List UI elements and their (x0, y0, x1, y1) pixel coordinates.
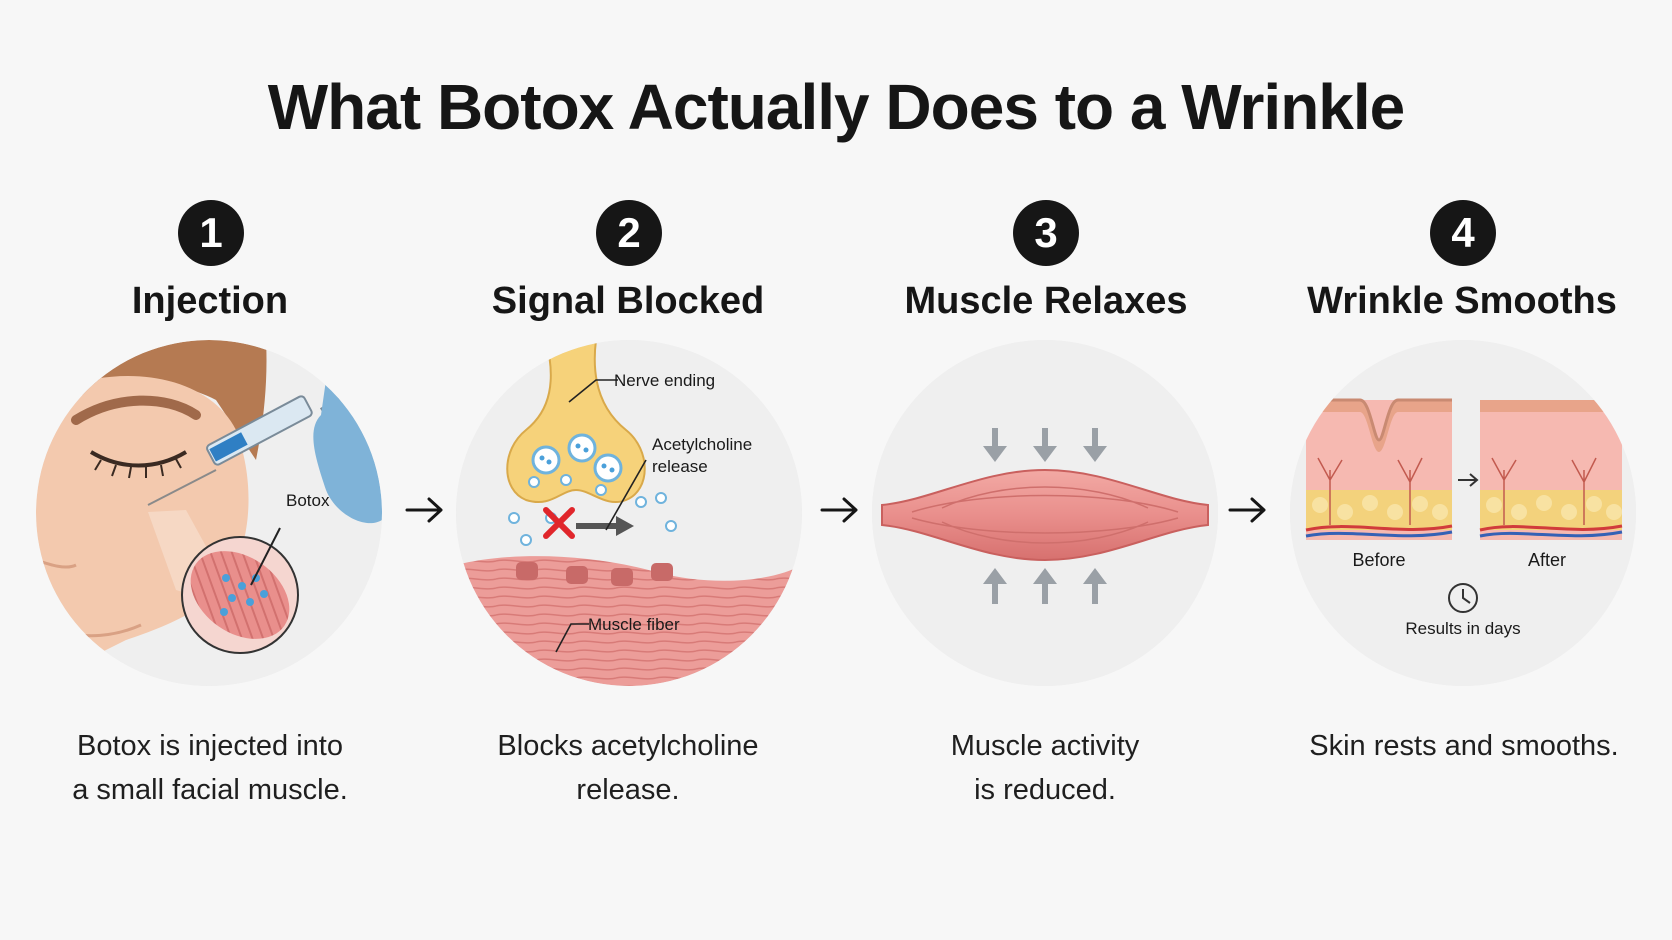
step-2-title: Signal Blocked (491, 280, 765, 322)
muscle-fiber-label: Muscle fiber (588, 615, 680, 634)
step-4-illustration: Before After Results in days (1290, 340, 1636, 686)
step-1-illustration: Botox (36, 340, 382, 686)
red-x-icon (543, 507, 575, 539)
step-3-title: Muscle Relaxes (904, 280, 1188, 322)
step-4-title: Wrinkle Smooths (1307, 280, 1617, 322)
after-skin-section (1479, 400, 1623, 540)
after-label: After (1528, 550, 1566, 570)
step-4-badge: 4 (1430, 200, 1496, 266)
step-3-badge: 3 (1013, 200, 1079, 266)
step-4-description: Skin rests and smooths. (1309, 730, 1619, 762)
clock-icon (1448, 583, 1478, 613)
step-3-description: Muscle activity is reduced. (950, 730, 1140, 806)
step-3-illustration (872, 340, 1218, 686)
acetylcholine-label: Acetylcholine (652, 435, 752, 454)
step-1-badge: 1 (178, 200, 244, 266)
before-skin-section (1305, 398, 1453, 540)
release-label: release (652, 457, 708, 476)
muscle-inset (181, 527, 299, 654)
step-1-title: Injection (131, 280, 289, 322)
down-arrow-icon (983, 428, 1107, 462)
before-label: Before (1352, 550, 1405, 570)
step-1-description: Botox is injected into a small facial mu… (72, 730, 348, 806)
nerve-ending-label: Nerve ending (614, 371, 715, 390)
step-2-illustration: Nerve ending Acetylcholine release Muscl… (456, 340, 802, 686)
arrow-right-icon (1228, 497, 1266, 523)
arrow-right-icon (405, 497, 443, 523)
step-2-description: Blocks acetylcholine release. (497, 730, 759, 806)
relaxed-muscle-shape (881, 468, 1209, 562)
up-arrow-icon (983, 568, 1107, 604)
botox-label: Botox (286, 491, 330, 510)
arrow-right-icon (820, 497, 858, 523)
results-label: Results in days (1405, 619, 1520, 638)
page-title: What Botox Actually Does to a Wrinkle (267, 71, 1406, 143)
muscle-fiber-shape (456, 556, 802, 686)
step-2-badge: 2 (596, 200, 662, 266)
